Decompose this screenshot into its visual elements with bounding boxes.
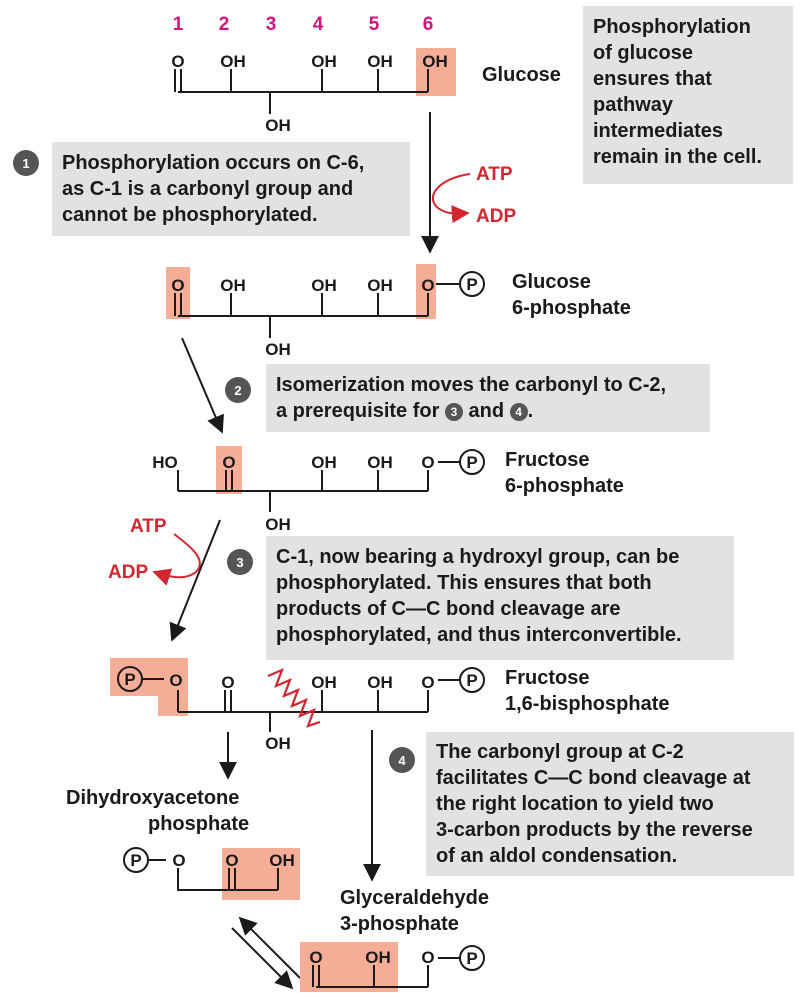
f16bp-label-line2: 1,6-bisphosphate — [505, 693, 669, 715]
c4-hydroxyl: OH — [311, 52, 337, 71]
svg-text:O: O — [221, 673, 234, 692]
c6-highlight — [416, 48, 456, 96]
svg-text:OH: OH — [265, 734, 291, 753]
svg-text:O: O — [421, 276, 434, 295]
step-3-ref-marker: 3 — [444, 403, 463, 421]
atp-adp-arrow-3 — [152, 533, 201, 586]
svg-text:1: 1 — [22, 156, 29, 171]
svg-text:O: O — [172, 851, 185, 870]
step-2-marker — [225, 377, 251, 403]
svg-text:O: O — [171, 276, 184, 295]
g3p-label-line2: 3-phosphate — [340, 913, 459, 935]
f16bp-structure: P O O OH OH OH O P Fructose 1,6-bisphosp… — [110, 658, 669, 753]
g6p-label-line2: 6-phosphate — [512, 297, 631, 319]
atp-adp-arrow-1 — [431, 173, 471, 224]
step-4-marker — [389, 747, 415, 773]
svg-text:OH: OH — [311, 276, 337, 295]
carbon-numbers: 1 2 3 4 5 6 — [173, 14, 434, 35]
svg-text:OH: OH — [367, 453, 393, 472]
c5-hydroxyl: OH — [367, 52, 393, 71]
equilibrium-arrows — [231, 916, 301, 990]
note-step-1: Phosphorylation occurs on C-6, as C-1 is… — [52, 142, 410, 236]
arrow-step-2 — [181, 337, 224, 434]
svg-text:HO: HO — [152, 453, 178, 472]
carbon-number-5: 5 — [369, 14, 380, 35]
g3p-highlight — [300, 942, 398, 992]
svg-text:P: P — [124, 670, 135, 689]
svg-text:P: P — [130, 851, 141, 870]
arrow-step-3 — [169, 519, 221, 642]
c1-carbonyl-o: O — [171, 52, 184, 71]
svg-text:O: O — [309, 948, 322, 967]
c1-phosphate-highlight — [110, 658, 188, 716]
carbon-number-1: 1 — [173, 14, 184, 35]
glucose-structure: O OH OH OH OH OH Glucose — [171, 48, 561, 135]
f6p-label-line2: 6-phosphate — [505, 475, 624, 497]
adp-label-1: ADP — [476, 206, 516, 227]
svg-text:OH: OH — [367, 276, 393, 295]
c2-carbonyl-highlight — [216, 446, 242, 494]
c6-hydroxyl: OH — [422, 52, 448, 71]
c6-phosphate-highlight — [416, 264, 436, 319]
g3p-structure: Glyceraldehyde 3-phosphate O OH O P — [300, 887, 489, 992]
adp-label-3: ADP — [108, 562, 148, 583]
atp-label-3: ATP — [130, 516, 167, 537]
carbon-number-2: 2 — [219, 14, 230, 35]
svg-text:O: O — [222, 453, 235, 472]
note-step-4: The carbonyl group at C-2 facilitates C—… — [426, 732, 794, 876]
svg-text:P: P — [466, 949, 477, 968]
svg-text:OH: OH — [365, 948, 391, 967]
phosphate-p: P — [466, 275, 477, 294]
svg-text:O: O — [225, 851, 238, 870]
svg-text:O: O — [421, 948, 434, 967]
f6p-structure: HO O OH OH OH O P Fructose 6-phosphate — [152, 446, 624, 534]
note-step-2: Isomerization moves the carbonyl to C-2,… — [266, 364, 710, 432]
svg-text:OH: OH — [220, 276, 246, 295]
svg-text:O: O — [421, 673, 434, 692]
dhap-label-line1: Dihydroxyacetone — [66, 787, 239, 809]
note-top-right: Phosphorylation of glucose ensures that … — [583, 6, 793, 184]
step-1-marker — [13, 150, 39, 176]
carbon-number-3: 3 — [266, 14, 277, 35]
f16bp-label-line1: Fructose — [505, 667, 589, 689]
atp-label-1: ATP — [476, 164, 513, 185]
g3p-label-line1: Glyceraldehyde — [340, 887, 489, 909]
glucose-label: Glucose — [482, 64, 561, 86]
svg-text:OH: OH — [367, 673, 393, 692]
note-step-3: C-1, now bearing a hydroxyl group, can b… — [266, 536, 734, 660]
c2-hydroxyl: OH — [220, 52, 246, 71]
svg-text:OH: OH — [265, 340, 291, 359]
carbon-number-4: 4 — [313, 14, 324, 35]
svg-text:OH: OH — [265, 515, 291, 534]
svg-text:O: O — [169, 671, 182, 690]
carbon-number-6: 6 — [423, 14, 434, 35]
dhap-label-line2: phosphate — [148, 813, 249, 835]
g6p-structure: O OH OH OH OH O P Glucose 6-phosphate — [166, 264, 631, 359]
f6p-label-line1: Fructose — [505, 449, 589, 471]
cleavage-squiggle — [267, 667, 321, 728]
svg-text:P: P — [466, 453, 477, 472]
svg-text:P: P — [466, 671, 477, 690]
g6p-label-line1: Glucose — [512, 271, 591, 293]
step-4-ref-marker: 4 — [509, 403, 528, 421]
svg-text:4: 4 — [398, 753, 406, 768]
svg-text:O: O — [421, 453, 434, 472]
c1-carbonyl-highlight — [166, 267, 190, 319]
svg-text:OH: OH — [269, 851, 295, 870]
svg-text:OH: OH — [311, 453, 337, 472]
svg-text:OH: OH — [311, 673, 337, 692]
dhap-structure: Dihydroxyacetone phosphate P O O OH — [66, 787, 300, 900]
step-3-marker — [227, 549, 253, 575]
c3-hydroxyl: OH — [265, 116, 291, 135]
svg-text:2: 2 — [234, 383, 241, 398]
svg-text:3: 3 — [236, 555, 243, 570]
